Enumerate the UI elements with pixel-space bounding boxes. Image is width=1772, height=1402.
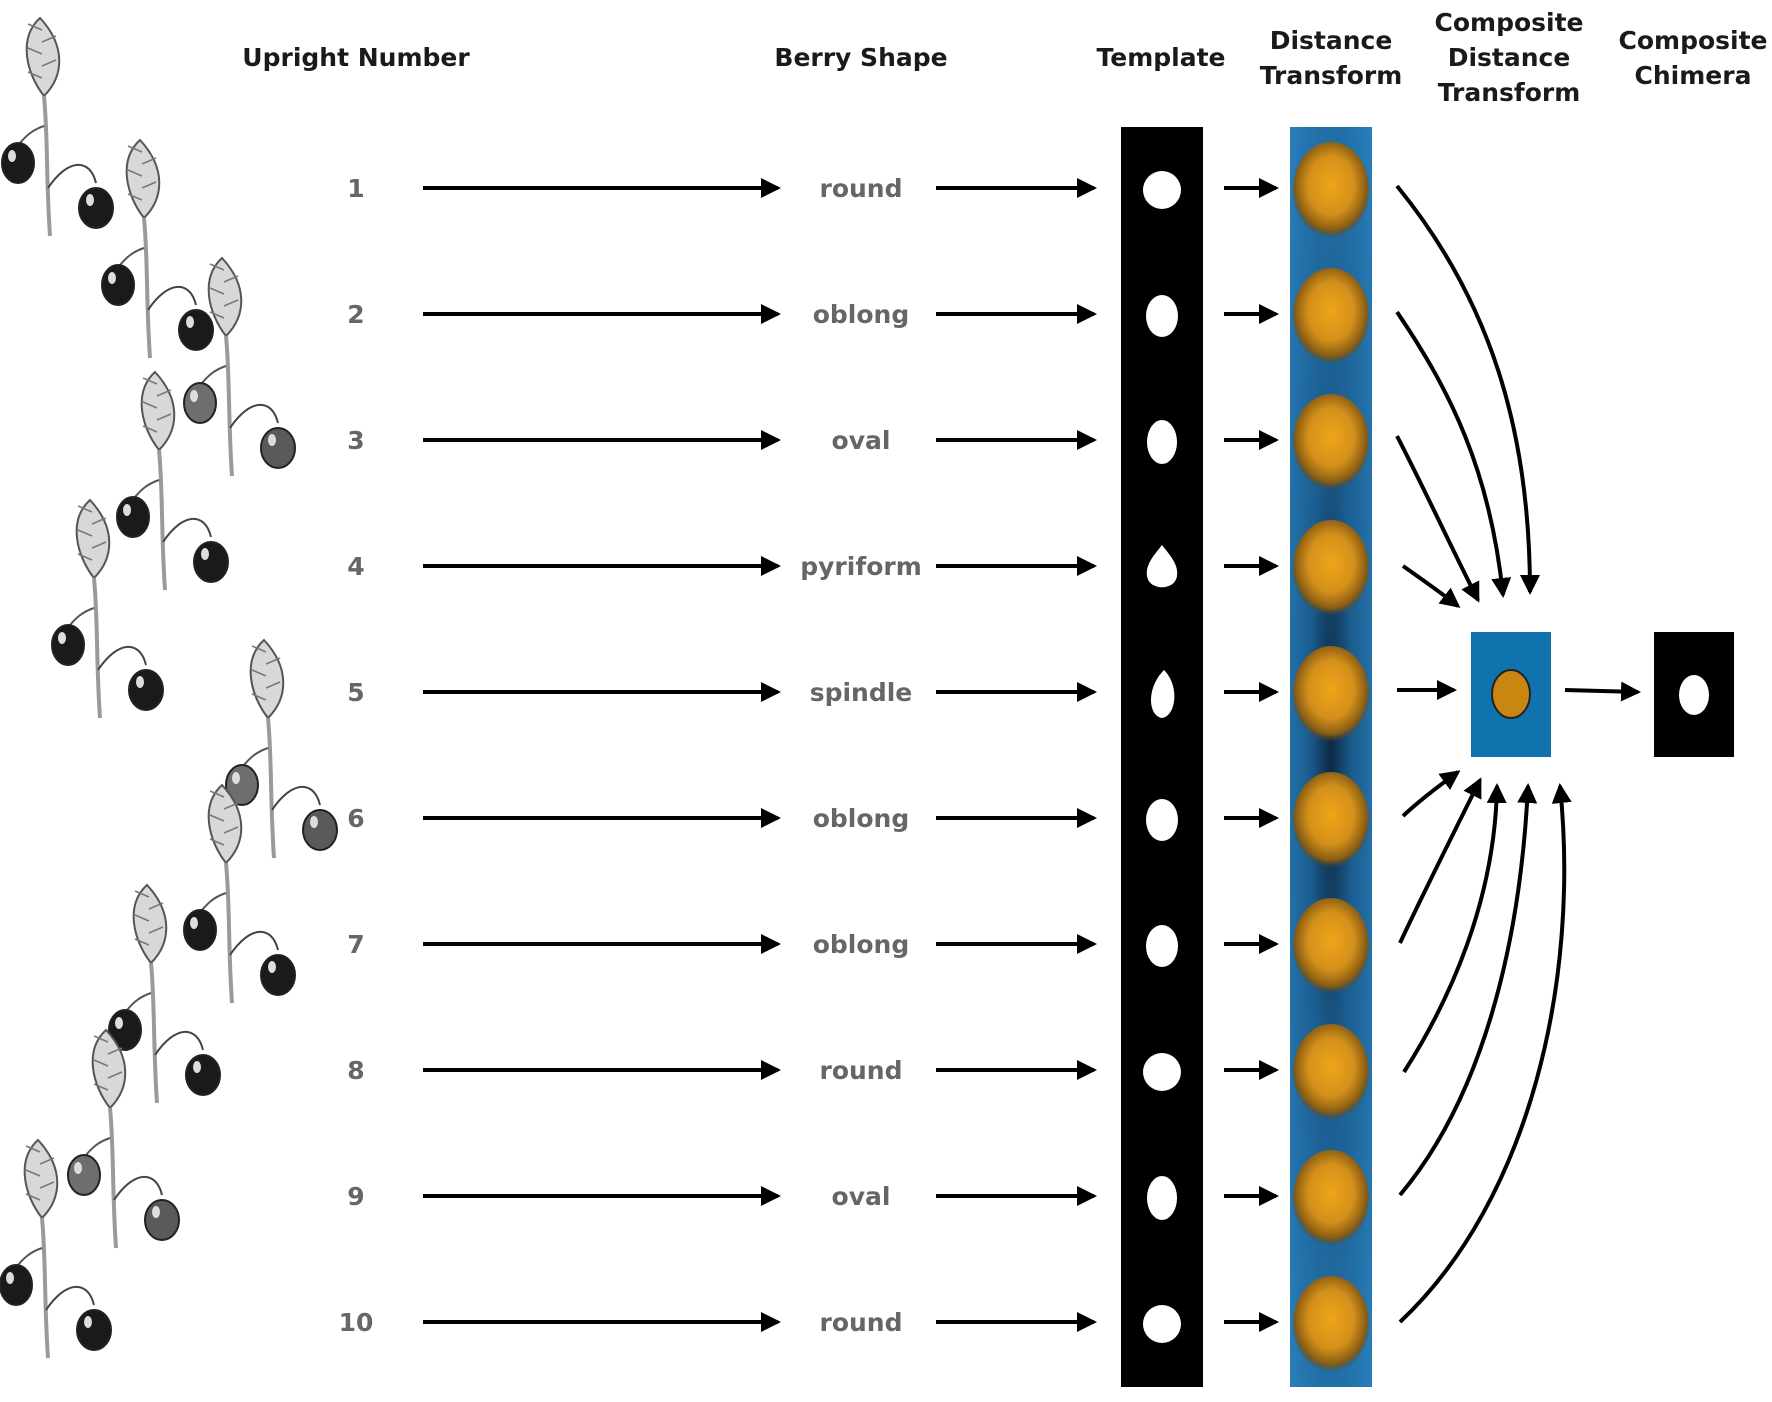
- berry-silhouette-icon: [1146, 295, 1178, 337]
- chimera-berry-icon: [1679, 675, 1709, 715]
- upright-number-label: 2: [347, 300, 364, 329]
- upright-rows: 1 round 2 oblong 3 oval 4 pyriform 5 spindle 6 oblo…: [339, 142, 1369, 1372]
- cranberry-upright-icon: [225, 638, 338, 859]
- upright-number-label: 8: [347, 1056, 364, 1085]
- berry-shape-label: spindle: [810, 678, 913, 707]
- upright-row: 4 pyriform: [347, 520, 1369, 616]
- berry-silhouette-icon: [1143, 171, 1181, 209]
- berry-silhouette-icon: [1147, 420, 1177, 464]
- distance-transform-blob-icon: [1293, 142, 1369, 238]
- berry-shape-label: round: [820, 1308, 903, 1337]
- arrow-right-icon: [1564, 681, 1641, 702]
- distance-transform-blob-icon: [1293, 1150, 1369, 1246]
- aggregation-arrows: [1395, 184, 1572, 1324]
- distance-transform-blob-icon: [1293, 772, 1369, 868]
- berry-shape-label: oblong: [813, 930, 910, 959]
- header-composite-chimera-line-2: Chimera: [1635, 61, 1752, 90]
- berry-shape-label: oblong: [813, 804, 910, 833]
- header-distance-transform-line-1: Distance: [1270, 26, 1393, 55]
- berry-shape-label: round: [820, 174, 903, 203]
- aggregation-arrow: [1398, 783, 1538, 1197]
- cranberry-upright-icon: [51, 498, 164, 719]
- upright-number-label: 10: [339, 1308, 374, 1337]
- cranberry-upright-icon: [0, 1138, 112, 1359]
- aggregation-arrow: [1395, 310, 1512, 598]
- upright-number-label: 6: [347, 804, 364, 833]
- upright-row: 10 round: [339, 1276, 1369, 1372]
- berry-silhouette-icon: [1143, 1053, 1181, 1091]
- composite-distance-transform: [1471, 632, 1551, 757]
- aggregation-arrow: [1398, 783, 1572, 1324]
- header-distance-transform-line-2: Transform: [1260, 61, 1403, 90]
- distance-transform-blob-icon: [1293, 394, 1369, 490]
- cranberry-upright-icon: [101, 138, 214, 359]
- aggregation-arrow: [1395, 184, 1540, 595]
- upright-number-label: 9: [347, 1182, 364, 1211]
- upright-row: 5 spindle: [347, 646, 1369, 742]
- header-composite-dt-line-1: Composite: [1435, 8, 1584, 37]
- upright-row: 7 oblong: [347, 898, 1369, 994]
- column-headers: Upright Number Berry Shape Template Dist…: [242, 8, 1767, 107]
- berry-shape-label: round: [820, 1056, 903, 1085]
- distance-transform-blob-icon: [1293, 1024, 1369, 1120]
- berry-shape-label: oblong: [813, 300, 910, 329]
- berry-silhouette-icon: [1146, 799, 1178, 841]
- berry-silhouette-icon: [1143, 1305, 1181, 1343]
- upright-number-label: 4: [347, 552, 364, 581]
- cranberry-upright-icon: [116, 370, 229, 591]
- berry-shape-label: pyriform: [800, 552, 922, 581]
- composite-berry-icon: [1491, 669, 1531, 719]
- distance-transform-blob-icon: [1293, 1276, 1369, 1372]
- aggregation-arrow: [1398, 777, 1482, 944]
- aggregation-arrow: [1395, 435, 1480, 603]
- header-composite-chimera-line-1: Composite: [1619, 26, 1768, 55]
- distance-transform-blob-icon: [1293, 898, 1369, 994]
- header-berry-shape: Berry Shape: [774, 43, 947, 72]
- upright-row: 9 oval: [347, 1150, 1369, 1246]
- upright-row: 8 round: [347, 1024, 1369, 1120]
- composite-chimera: [1654, 632, 1734, 757]
- distance-transform-blob-icon: [1293, 268, 1369, 364]
- berry-shape-label: oval: [832, 426, 891, 455]
- upright-number-label: 7: [347, 930, 364, 959]
- berry-silhouette-icon: [1151, 670, 1175, 718]
- cranberry-uprights-illustration: [0, 16, 338, 1359]
- aggregation-arrow: [1401, 564, 1461, 608]
- cranberry-upright-icon: [67, 1028, 180, 1249]
- upright-row: 3 oval: [347, 394, 1369, 490]
- aggregation-arrow: [1402, 783, 1507, 1074]
- distance-transform-blob-icon: [1293, 646, 1369, 742]
- berry-silhouette-icon: [1146, 545, 1178, 588]
- aggregation-arrow: [1401, 770, 1461, 818]
- upright-number-label: 5: [347, 678, 364, 707]
- berry-silhouette-icon: [1146, 925, 1178, 967]
- cranberry-upright-icon: [183, 256, 296, 477]
- berry-shape-label: oval: [832, 1182, 891, 1211]
- berry-silhouette-icon: [1147, 1176, 1177, 1220]
- header-composite-dt-line-3: Transform: [1438, 78, 1581, 107]
- upright-row: 6 oblong: [347, 772, 1369, 868]
- cranberry-upright-icon: [183, 783, 296, 1004]
- cranberry-upright-icon: [108, 883, 221, 1104]
- header-template: Template: [1097, 43, 1226, 72]
- distance-transform-blob-icon: [1293, 520, 1369, 616]
- upright-row: 1 round: [347, 142, 1369, 238]
- upright-number-label: 1: [347, 174, 364, 203]
- header-composite-dt-line-2: Distance: [1448, 43, 1571, 72]
- upright-number-label: 3: [347, 426, 364, 455]
- header-upright-number: Upright Number: [242, 43, 470, 72]
- cranberry-upright-icon: [1, 16, 114, 237]
- upright-row: 2 oblong: [347, 268, 1369, 364]
